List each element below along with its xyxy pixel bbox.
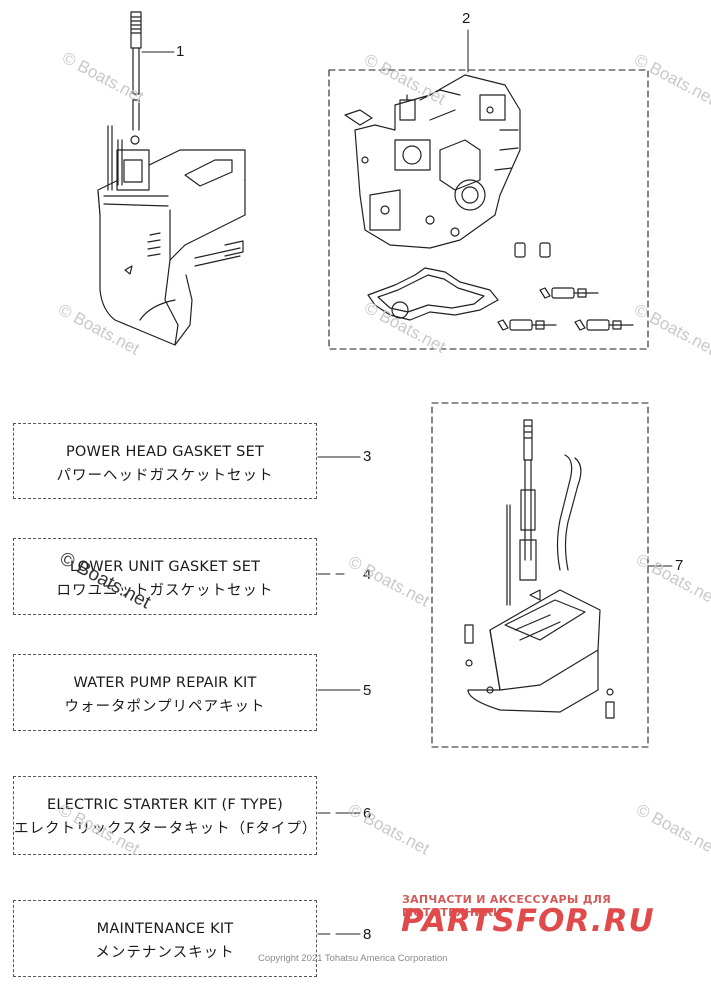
drive-shaft-part [130, 11, 142, 131]
callout-2: 2 [462, 10, 471, 27]
power-head-part [344, 74, 634, 331]
kit-name-jp: ロワユニットガスケットセット [56, 583, 274, 599]
kit-name-jp: パワーヘッドガスケットセット [56, 468, 274, 484]
kit-box-lower-unit-gasket-set: LOWER UNIT GASKET SET ロワユニットガスケットセット [13, 538, 317, 615]
lower-unit-kit-frame [431, 402, 649, 748]
callout-4: 4 [363, 566, 372, 583]
kit-name-en: MAINTENANCE KIT [96, 921, 234, 937]
brand-tagline: ЗАПЧАСТИ И АКСЕССУАРЫ ДЛЯ МОТОТЕХНИКИ [402, 893, 612, 919]
callout-1: 1 [176, 43, 185, 60]
callout-5: 5 [363, 682, 372, 699]
kit-name-en: POWER HEAD GASKET SET [65, 444, 265, 460]
kit-name-jp: メンテナンスキット [95, 945, 235, 961]
callout-8: 8 [363, 926, 372, 943]
lower-unit-assembly-part [464, 419, 615, 719]
kit-name-jp: ウォータポンプリペアキット [64, 699, 266, 715]
copyright-text: Copyright 2021 Tohatsu America Corporati… [258, 953, 448, 964]
kit-box-power-head-gasket-set: POWER HEAD GASKET SET パワーヘッドガスケットセット [13, 423, 317, 499]
callout-3: 3 [363, 448, 372, 465]
kit-name-jp: エレクトリックスタータキット（Fタイプ） [14, 821, 318, 837]
lower-unit-part [97, 125, 246, 346]
kit-box-water-pump-repair-kit: WATER PUMP REPAIR KIT ウォータポンプリペアキット [13, 654, 317, 731]
kit-box-electric-starter-kit: ELECTRIC STARTER KIT (F TYPE) エレクトリックスター… [13, 776, 317, 855]
kit-name-en: LOWER UNIT GASKET SET [69, 559, 261, 575]
brand-logo-text: PARTSFOR.RU [401, 903, 655, 939]
kit-box-maintenance-kit: MAINTENANCE KIT メンテナンスキット [13, 900, 317, 977]
kit-name-en: WATER PUMP REPAIR KIT [73, 675, 257, 691]
power-head-frame [328, 69, 649, 350]
kit-name-en: ELECTRIC STARTER KIT (F TYPE) [47, 797, 283, 813]
leader-lines [141, 29, 673, 935]
callout-6: 6 [363, 805, 372, 822]
callout-7: 7 [675, 557, 684, 574]
